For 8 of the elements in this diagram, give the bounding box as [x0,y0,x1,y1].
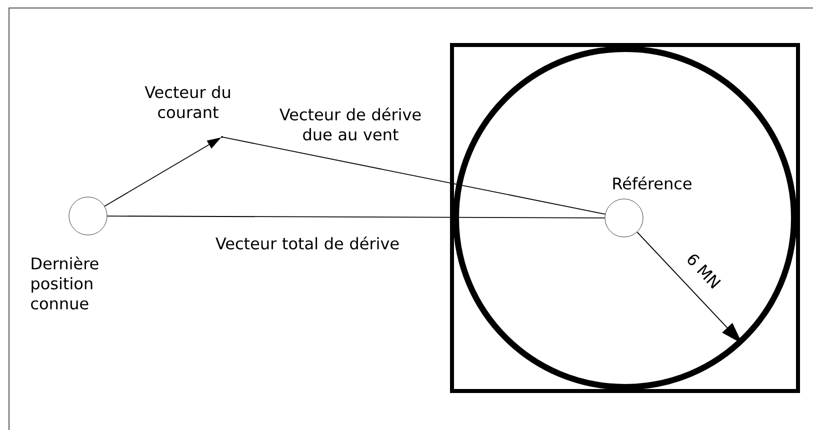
edge-label: Vecteur de dérive due au vent [280,107,421,140]
position-circle [68,196,108,236]
edge-label: Vecteur total de dérive [216,236,399,250]
edge-label: Vecteur du courant [144,86,230,118]
position-circle [604,198,644,238]
edge-label: 6 MN [688,254,721,289]
position-label: Référence [613,176,692,190]
position-label: Dernière position connue [31,256,98,310]
